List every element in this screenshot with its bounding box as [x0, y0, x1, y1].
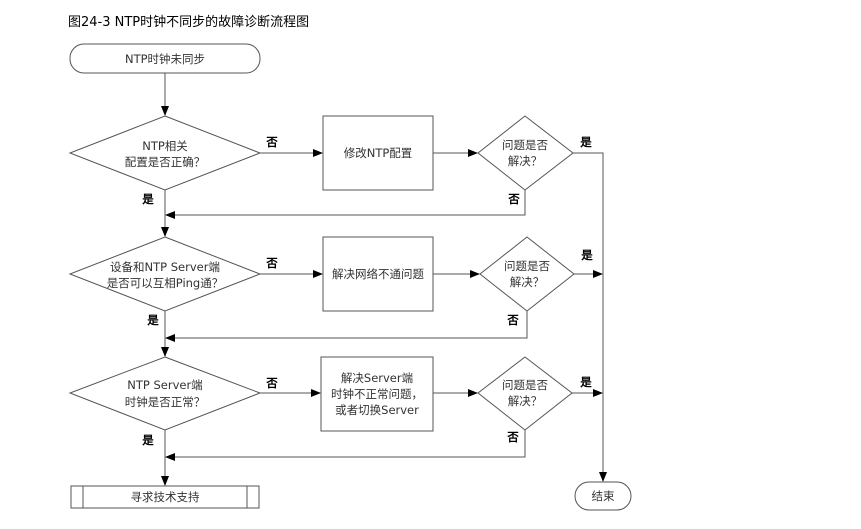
yes-label: 是: [579, 375, 592, 389]
check-text-line: 问题是否: [502, 138, 548, 152]
decision-text-line: NTP Server端: [127, 378, 202, 392]
check-resolved-2: 问题是否 解决？: [479, 236, 575, 312]
check-text-line: 问题是否: [502, 378, 548, 392]
yes-label: 是: [141, 192, 154, 206]
support-label: 寻求技术支持: [131, 490, 200, 504]
start-terminal: NTP时钟未同步: [69, 43, 261, 74]
check-resolved-3: 问题是否 解决？: [477, 356, 573, 431]
end-label: 结束: [592, 489, 615, 503]
process-fix-server-clock: 解决Server端 时钟不正常问题， 或者切换Server: [320, 356, 434, 432]
process-text-line: 解决Server端: [341, 371, 413, 385]
yes-label: 是: [579, 135, 592, 149]
check-text-line: 解决？: [508, 394, 543, 408]
check-text-line: 问题是否: [504, 259, 550, 273]
connector: [165, 311, 528, 342]
decision-ntp-config: NTP相关 配置是否正确？: [68, 115, 262, 191]
yes-label: 是: [141, 433, 154, 447]
yes-label: 是: [146, 313, 159, 327]
decision-text-line: NTP相关: [142, 139, 188, 153]
figure-title: 图24-3 NTP时钟不同步的故障诊断流程图: [68, 15, 310, 30]
no-label: 否: [265, 135, 278, 149]
decision-ping-reachable: 设备和NTP Server端 是否可以互相Ping通？: [68, 236, 262, 312]
decision-text-line: 是否可以互相Ping通？: [107, 276, 223, 290]
connector: [165, 190, 526, 219]
check-text-line: 解决？: [508, 154, 543, 168]
check-resolved-1: 问题是否 解决？: [477, 115, 574, 191]
no-label: 否: [506, 313, 519, 327]
start-label: NTP时钟未同步: [125, 52, 205, 66]
connector: [573, 152, 607, 482]
connector: [165, 430, 526, 461]
seek-support-process: 寻求技术支持: [70, 485, 260, 509]
process-fix-network: 解决网络不通问题: [322, 236, 434, 312]
check-text-line: 解决？: [510, 275, 545, 289]
no-label: 否: [265, 376, 278, 390]
process-text-line: 或者切换Server: [335, 403, 419, 417]
decision-text-line: 时钟是否正常？: [125, 395, 206, 409]
process-text-line: 修改NTP配置: [344, 146, 413, 160]
decision-text-line: 配置是否正确？: [125, 155, 206, 169]
yes-label: 是: [580, 248, 593, 262]
decision-server-clock: NTP Server端 时钟是否正常？: [68, 356, 262, 431]
no-label: 否: [265, 256, 278, 270]
no-label: 否: [506, 430, 519, 444]
no-label: 否: [507, 192, 520, 206]
end-terminal: 结束: [574, 481, 632, 511]
process-text-line: 解决网络不通问题: [332, 267, 424, 281]
decision-text-line: 设备和NTP Server端: [110, 260, 220, 274]
process-text-line: 时钟不正常问题，: [331, 387, 423, 401]
process-modify-ntp-config: 修改NTP配置: [322, 115, 434, 191]
